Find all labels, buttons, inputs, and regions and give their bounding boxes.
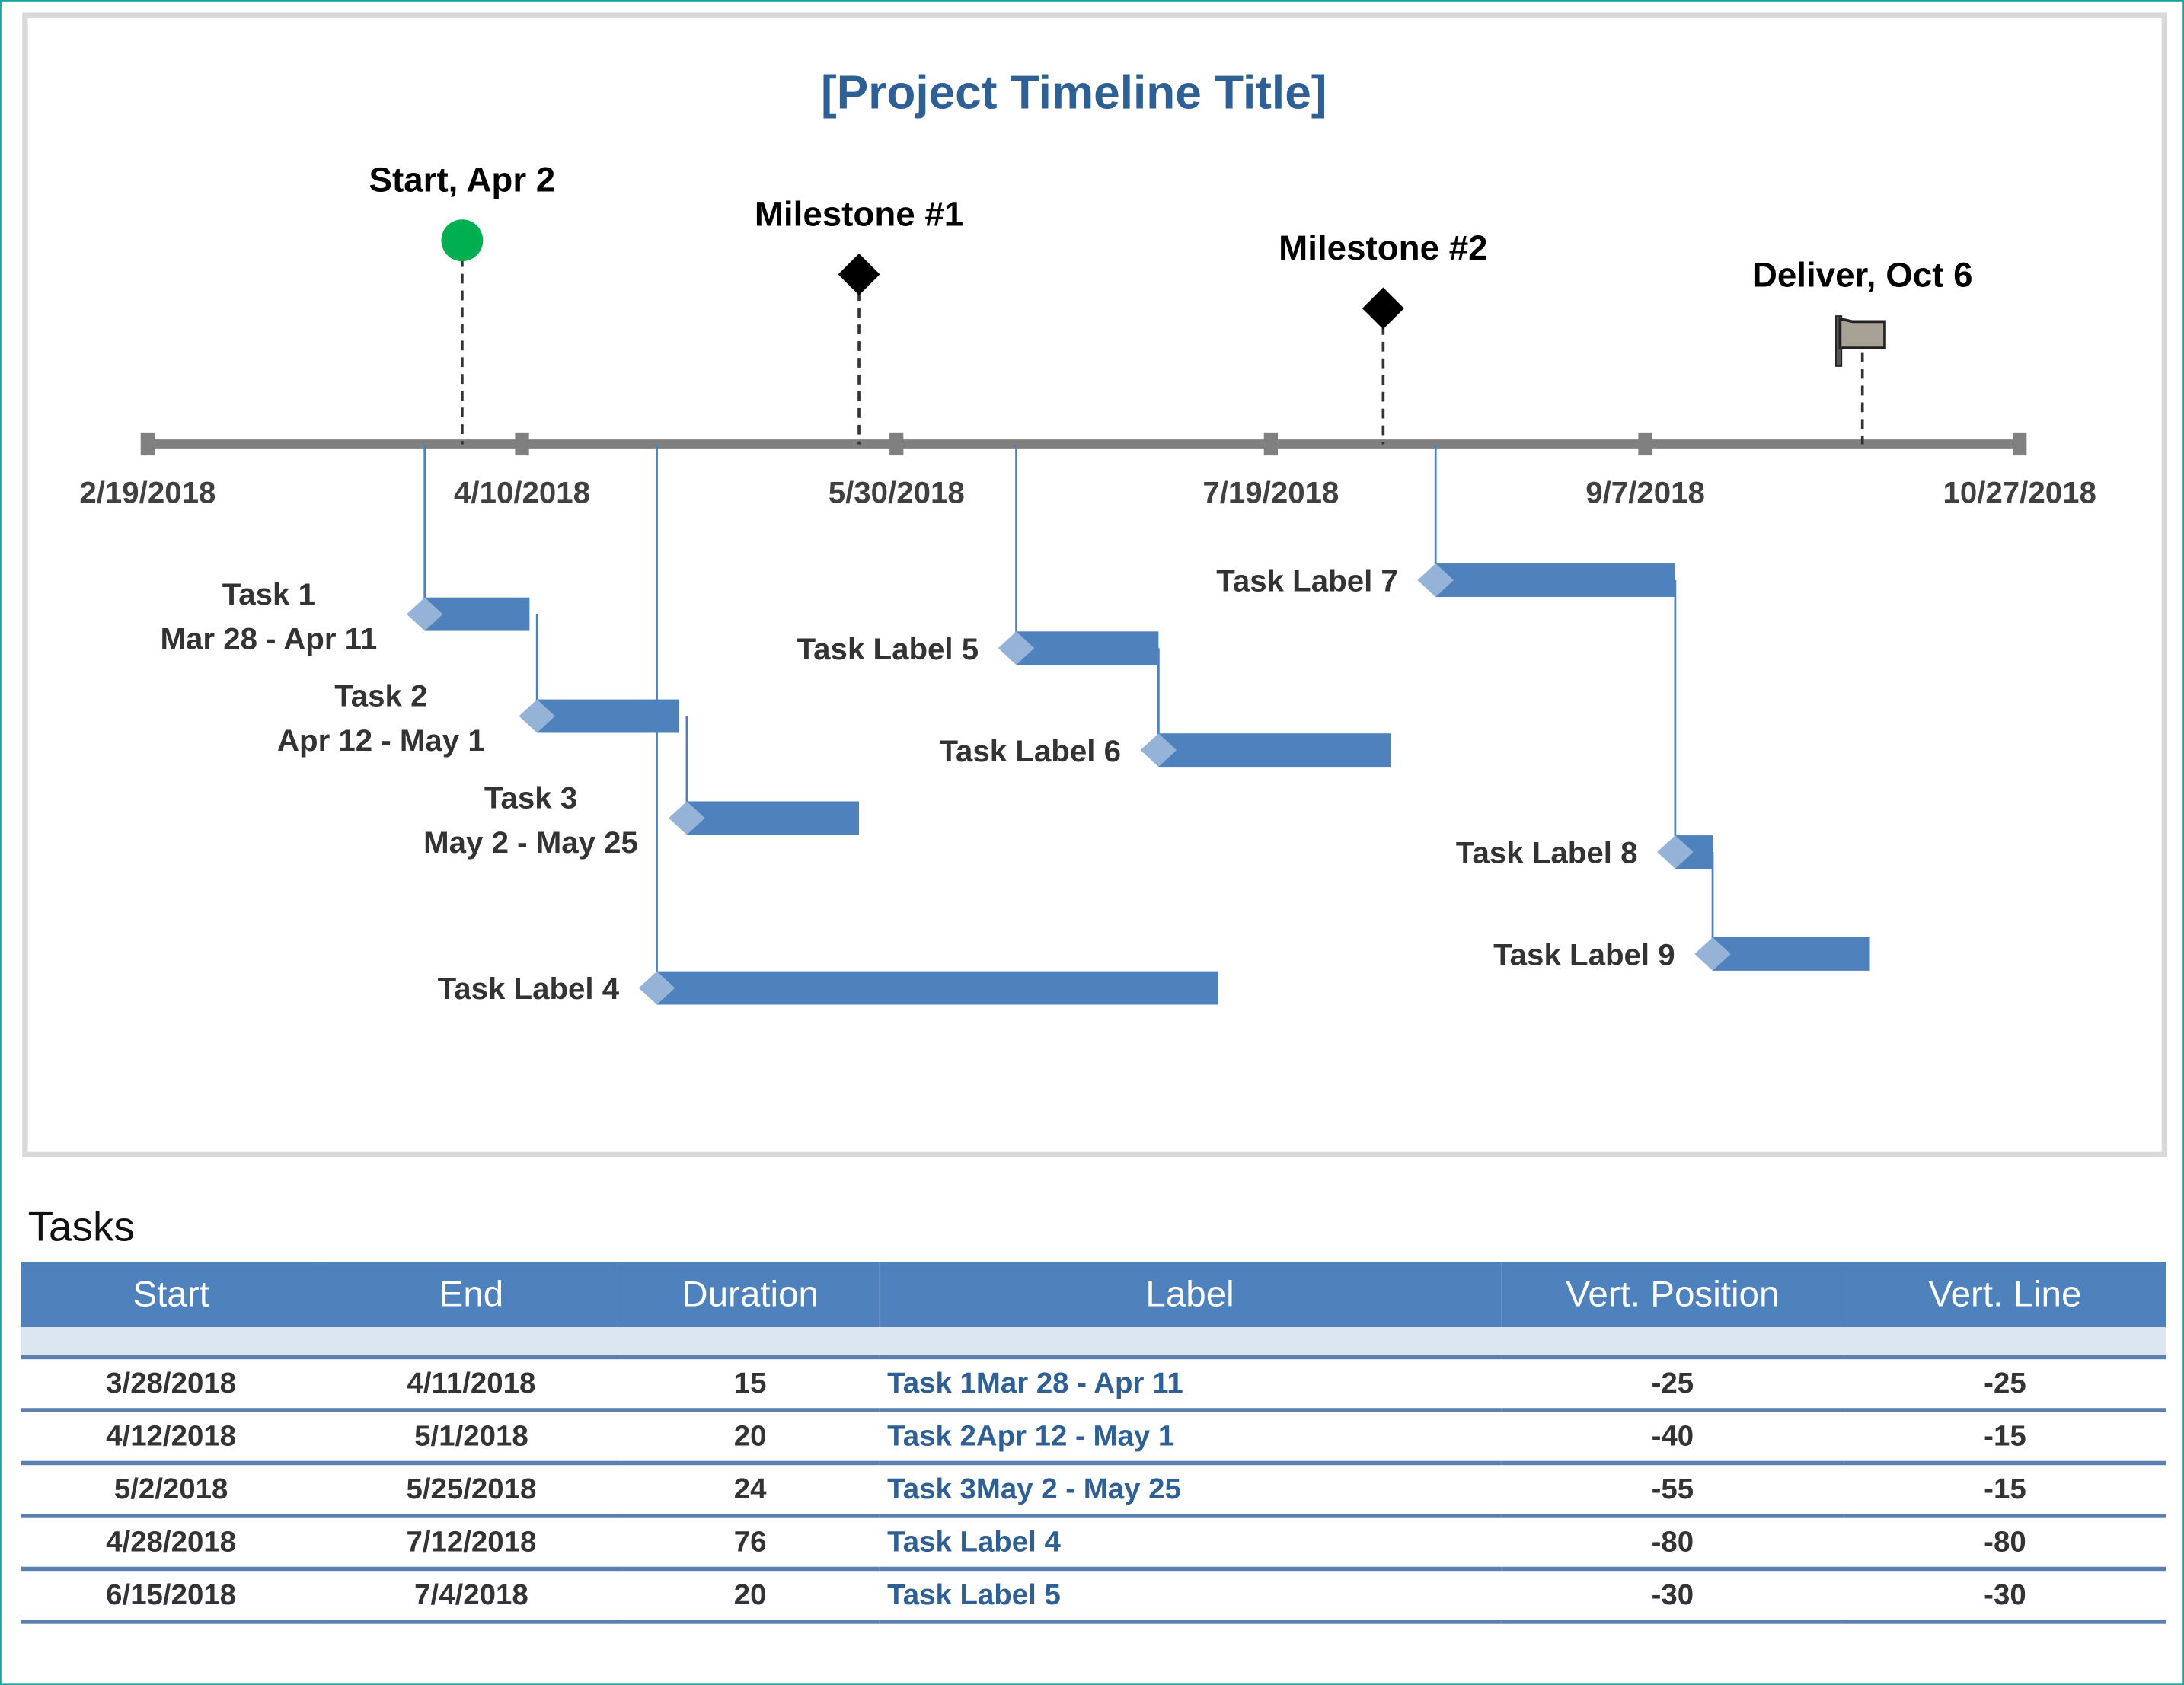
header-label[interactable]: Label <box>879 1262 1501 1328</box>
tasks-table: Start End Duration Label Vert. Position … <box>21 1262 2166 1624</box>
start-cell[interactable]: 6/15/2018 <box>21 1569 321 1624</box>
start-cell[interactable]: 5/2/2018 <box>21 1463 321 1518</box>
vert-position-cell[interactable]: -25 <box>1500 1357 1844 1412</box>
header-vert-position[interactable]: Vert. Position <box>1500 1262 1844 1328</box>
start-cell[interactable]: 4/28/2018 <box>21 1515 321 1572</box>
task-label: Task Label 5 <box>797 632 979 666</box>
task-diamond-marker <box>1417 563 1454 597</box>
axis-tick <box>2013 432 2027 456</box>
label-cell[interactable]: Task 3May 2 - May 25 <box>879 1463 1501 1518</box>
milestone-label: Milestone #1 <box>755 194 963 233</box>
milestone-label: Start, Apr 2 <box>369 161 556 199</box>
vert-position-cell[interactable]: -55 <box>1500 1463 1844 1518</box>
task-label-dates: May 2 - May 25 <box>423 825 638 860</box>
duration-cell[interactable]: 24 <box>621 1463 880 1518</box>
header-vert-line[interactable]: Vert. Line <box>1844 1262 2166 1328</box>
end-cell[interactable]: 7/4/2018 <box>321 1569 622 1624</box>
tasks-table-title: Tasks <box>27 1205 135 1251</box>
table-band-row <box>21 1327 2166 1360</box>
task-bar <box>1158 733 1391 768</box>
header-start[interactable]: Start <box>21 1262 321 1328</box>
axis-tick <box>889 432 904 456</box>
vert-line-cell[interactable]: -30 <box>1844 1569 2166 1624</box>
axis-tick <box>515 432 529 456</box>
timeline-chart-frame[interactable] <box>22 12 2168 1157</box>
task-label: Task 3 <box>484 781 577 815</box>
duration-cell[interactable]: 15 <box>621 1357 880 1412</box>
end-cell[interactable]: 7/12/2018 <box>321 1515 622 1572</box>
header-duration[interactable]: Duration <box>621 1262 880 1328</box>
vert-line-cell[interactable]: -15 <box>1844 1463 2166 1518</box>
task-bar <box>1016 631 1159 665</box>
task-label: Task 2 <box>334 679 427 713</box>
start-circle-icon <box>441 219 484 262</box>
duration-cell[interactable]: 20 <box>621 1409 880 1466</box>
axis-tick-label: 10/27/2018 <box>1943 475 2096 509</box>
task-bar <box>686 801 860 835</box>
label-cell[interactable]: Task Label 5 <box>879 1569 1501 1624</box>
task-diamond-marker <box>1657 835 1694 869</box>
axis-tick-label: 7/19/2018 <box>1202 475 1339 509</box>
timeline-chart: [Project Timeline Title] 2/19/2018 4/10/20… <box>79 67 2096 1007</box>
start-cell[interactable]: 4/12/2018 <box>21 1409 321 1466</box>
label-cell[interactable]: Task 2Apr 12 - May 1 <box>879 1409 1501 1466</box>
label-cell[interactable]: Task 1Mar 28 - Apr 11 <box>879 1357 1501 1412</box>
task-diamond-marker <box>1140 733 1177 768</box>
axis-tick-label: 4/10/2018 <box>454 475 590 509</box>
start-cell[interactable]: 3/28/2018 <box>21 1357 321 1412</box>
checkered-flag-icon <box>1835 315 1886 367</box>
task-diamond-marker <box>406 597 443 631</box>
milestone-label: Milestone #2 <box>1279 228 1487 267</box>
task-label: Task Label 8 <box>1456 836 1638 870</box>
task-bar <box>537 699 680 733</box>
vert-position-cell[interactable]: -80 <box>1500 1515 1844 1572</box>
end-cell[interactable]: 5/1/2018 <box>321 1409 622 1466</box>
vert-line-cell[interactable]: -15 <box>1844 1409 2166 1466</box>
header-end[interactable]: End <box>321 1262 622 1328</box>
task-bar <box>1713 937 1870 971</box>
milestone-diamond-icon <box>1362 287 1404 330</box>
axis-tick <box>1263 432 1279 456</box>
axis-tick <box>140 432 155 456</box>
end-cell[interactable]: 4/11/2018 <box>321 1357 622 1412</box>
axis-tick-label: 2/19/2018 <box>79 475 216 509</box>
task-label: Task Label 7 <box>1216 564 1398 598</box>
task-diamond-marker <box>1694 937 1731 971</box>
task-label-dates: Apr 12 - May 1 <box>277 723 485 758</box>
label-cell[interactable]: Task Label 4 <box>879 1515 1501 1572</box>
task-bar <box>1435 563 1675 597</box>
axis-tick-label: 9/7/2018 <box>1585 475 1705 509</box>
milestone-label: Deliver, Oct 6 <box>1752 256 1973 295</box>
task-label: Task Label 6 <box>939 734 1121 768</box>
task-label: Task Label 4 <box>438 972 620 1006</box>
axis-tick <box>1638 432 1652 456</box>
milestone-diamond-icon <box>838 253 880 295</box>
task-label-dates: Mar 28 - Apr 11 <box>160 621 377 656</box>
axis-tick-label: 5/30/2018 <box>829 475 965 509</box>
duration-cell[interactable]: 76 <box>621 1515 880 1572</box>
end-cell[interactable]: 5/25/2018 <box>321 1463 622 1518</box>
chart-title: [Project Timeline Title] <box>821 67 1327 120</box>
vert-position-cell[interactable]: -30 <box>1500 1569 1844 1624</box>
task-label: Task 1 <box>222 577 315 611</box>
vert-line-cell[interactable]: -80 <box>1844 1515 2166 1572</box>
task-label: Task Label 9 <box>1493 938 1675 972</box>
duration-cell[interactable]: 20 <box>621 1569 880 1624</box>
vert-position-cell[interactable]: -40 <box>1500 1409 1844 1466</box>
vert-line-cell[interactable]: -25 <box>1844 1357 2166 1412</box>
task-bar <box>656 971 1219 1005</box>
table-header-row: Start End Duration Label Vert. Position … <box>21 1262 2166 1328</box>
